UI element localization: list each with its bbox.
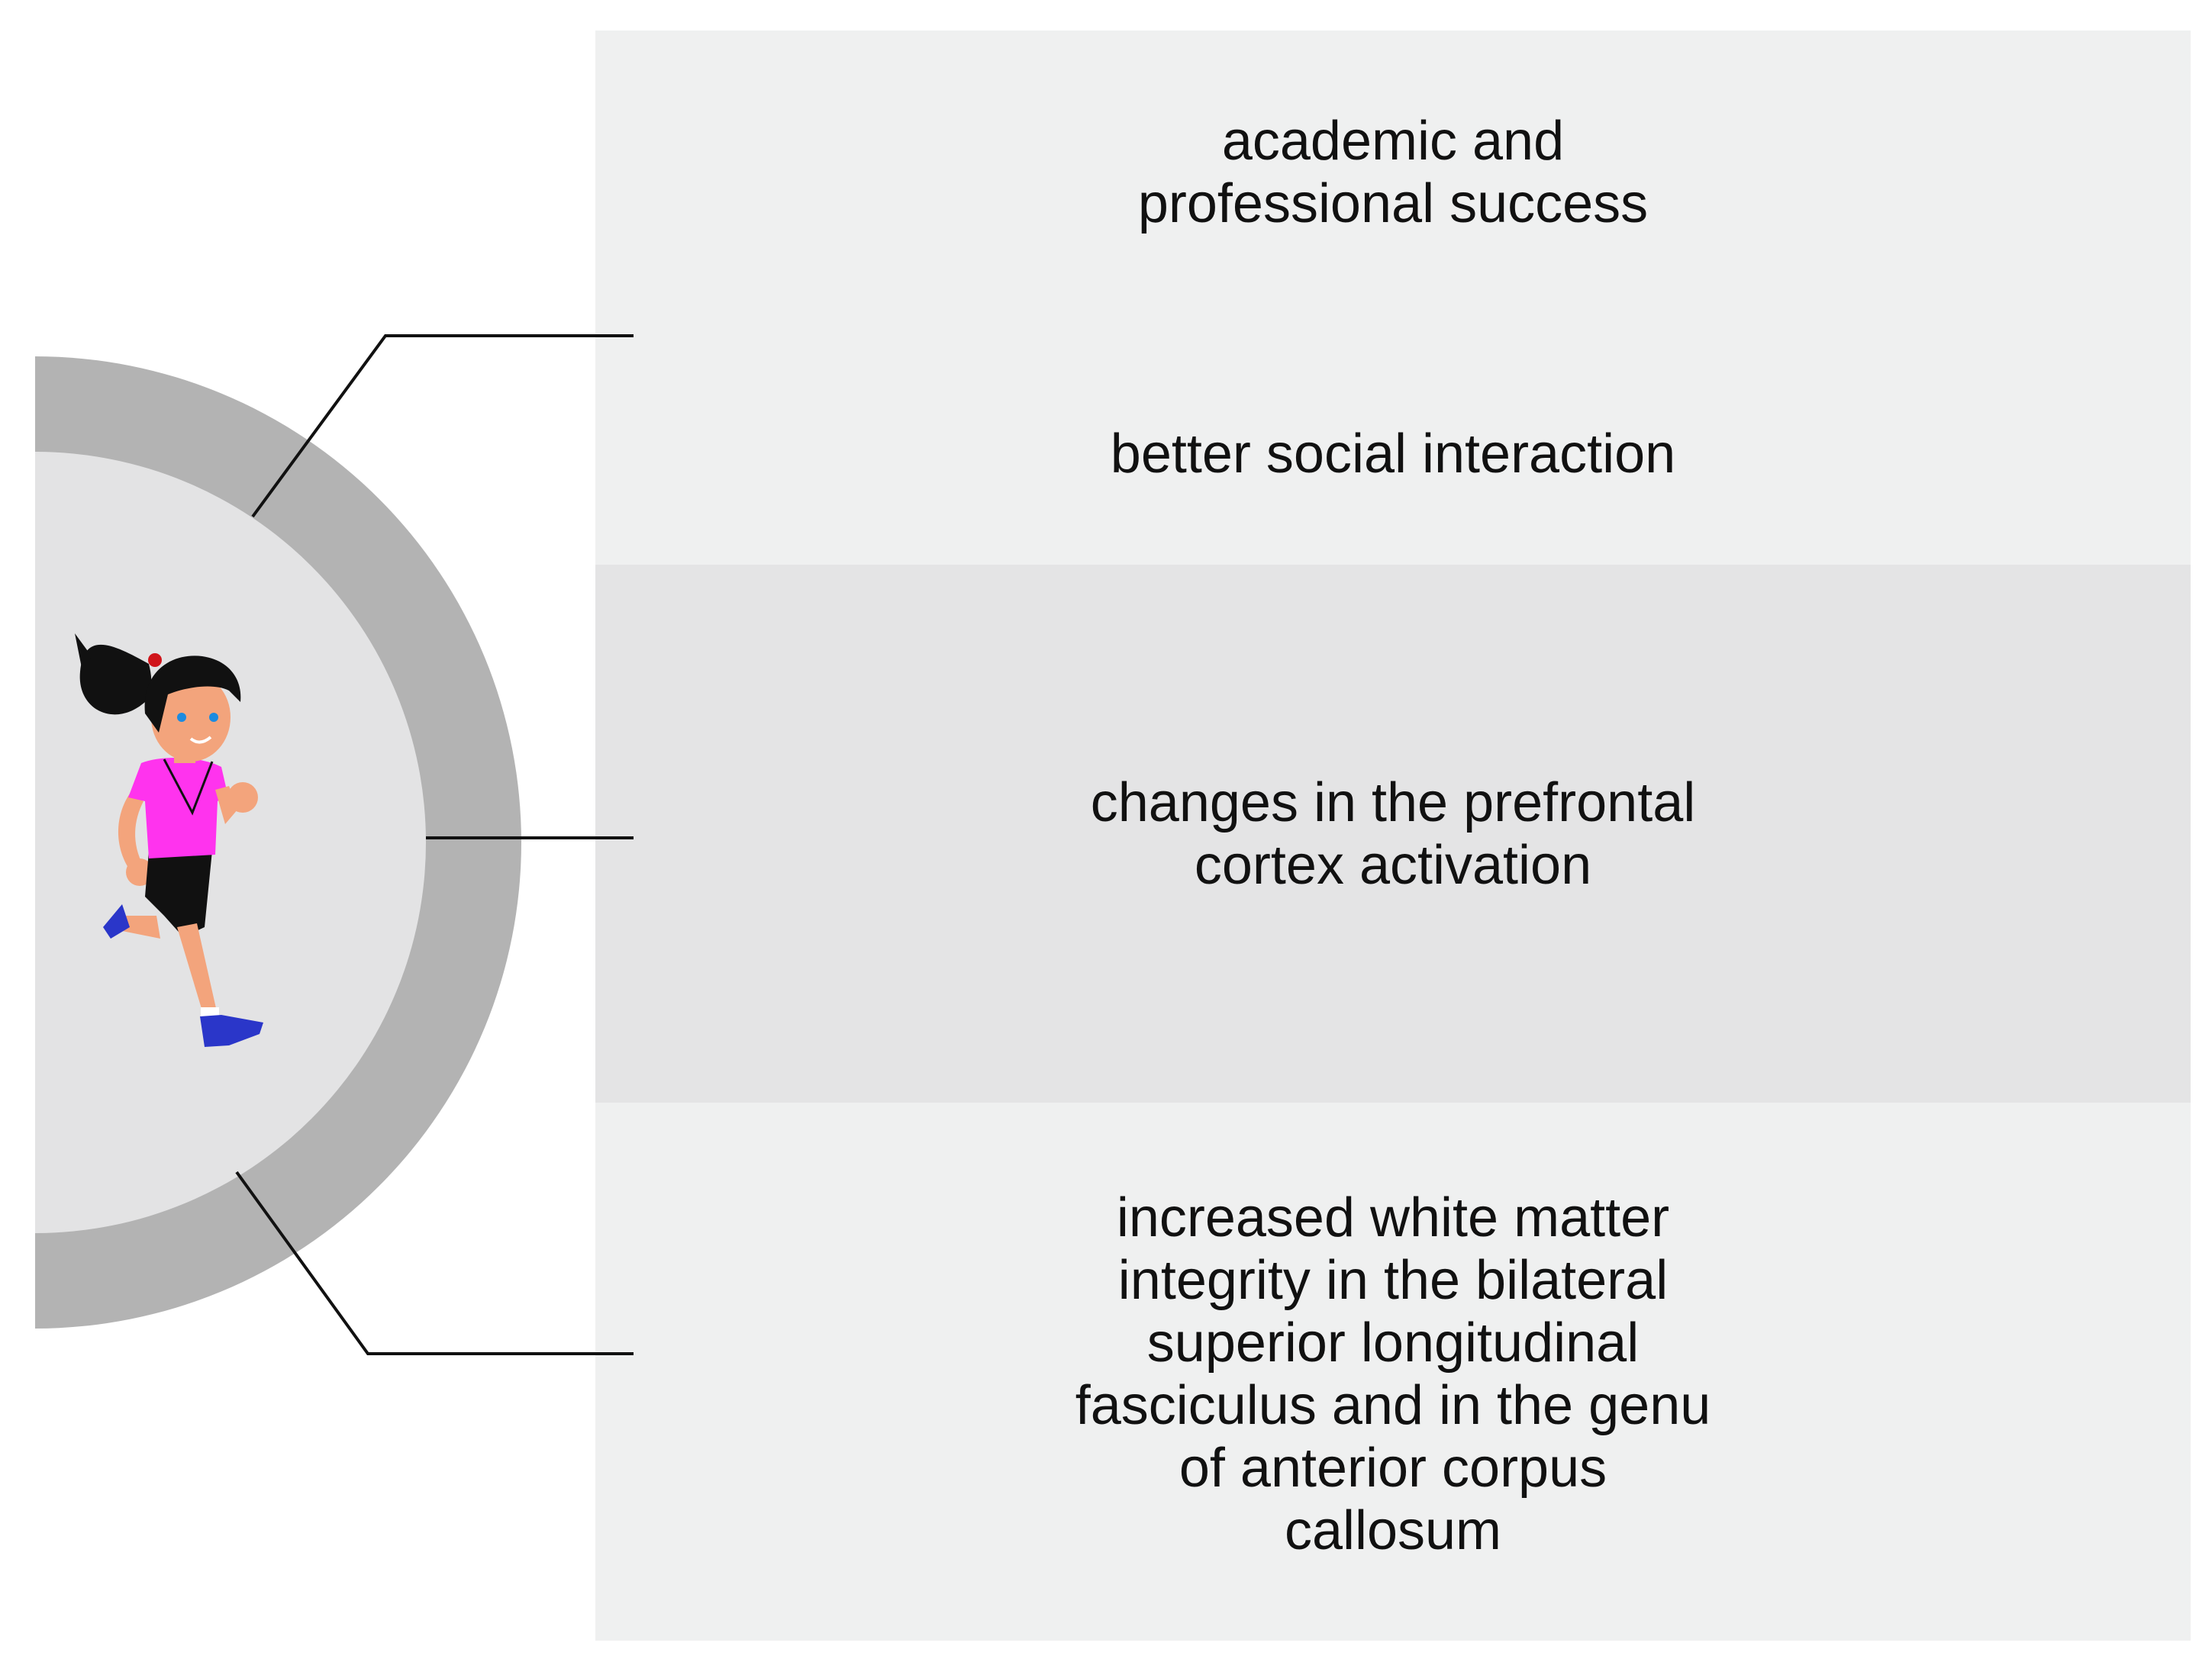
- benefit-success: academic and professional success: [1137, 111, 1649, 234]
- panel-top-text: academic and professional success better…: [1111, 47, 1675, 548]
- panel-middle-bg: [595, 565, 2191, 1103]
- panel-top-bg: [595, 31, 2191, 565]
- front-leg: [177, 923, 218, 1019]
- panel-top: academic and professional success better…: [595, 31, 2191, 565]
- back-shoe: [103, 904, 130, 939]
- semicircle-diagram: [35, 356, 521, 1329]
- text-spacer: [1111, 298, 1675, 360]
- benefit-social: better social interaction: [1110, 424, 1676, 485]
- connector-bottom: [235, 1171, 634, 1355]
- ponytail-tip: [75, 633, 92, 672]
- panel-middle: changes in the prefrontal cortex activat…: [595, 565, 2191, 1103]
- hair-tie: [148, 653, 162, 667]
- panel-bottom-bg: [595, 1103, 2191, 1641]
- benefit-white-matter: increased white matter integrity in the …: [1075, 1187, 1711, 1561]
- necklace: [163, 759, 214, 816]
- face: [151, 673, 231, 762]
- inner-disc: [35, 452, 426, 1233]
- connector-top: [251, 334, 634, 518]
- running-girl-icon: [75, 633, 263, 1047]
- front-fist: [227, 782, 258, 813]
- shirt: [128, 758, 227, 858]
- panel-bottom: increased white matter integrity in the …: [595, 1103, 2191, 1641]
- eye-right: [209, 713, 218, 722]
- hair: [144, 655, 241, 733]
- front-shoe: [200, 1015, 263, 1047]
- eye-left: [177, 713, 186, 722]
- ponytail: [79, 644, 152, 715]
- benefit-prefrontal: changes in the prefrontal cortex activat…: [1090, 771, 1696, 896]
- shorts: [145, 851, 212, 937]
- back-arm: [118, 794, 143, 870]
- mouth: [189, 736, 212, 744]
